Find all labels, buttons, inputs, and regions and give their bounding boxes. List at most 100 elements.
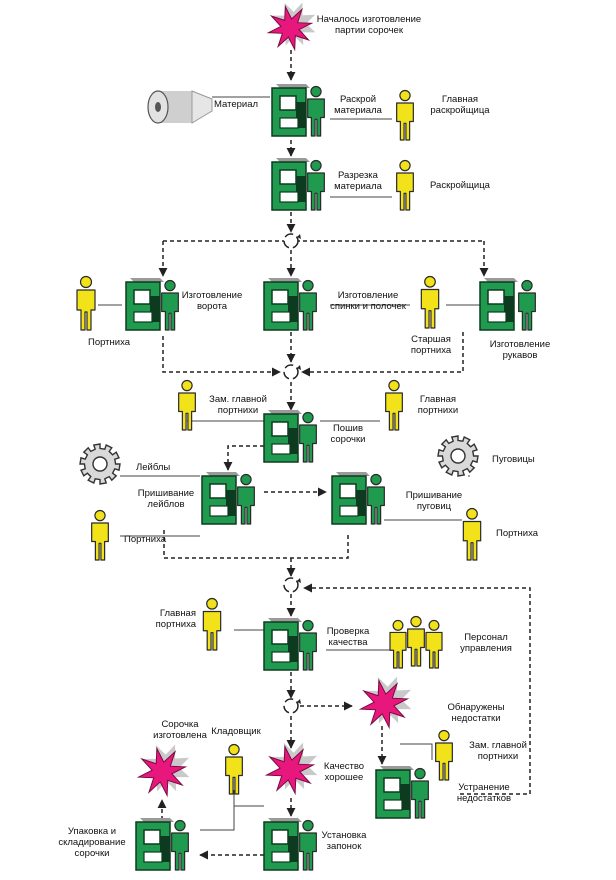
- deputy-head-2-person-icon: [435, 729, 453, 781]
- cycle-arrow: [297, 699, 301, 704]
- person-body: [396, 102, 414, 141]
- head-seamstress-2-person-icon: [202, 597, 222, 651]
- label-line: качества: [329, 637, 369, 648]
- workstation-top: [206, 472, 240, 476]
- workstation-slot: [288, 636, 298, 662]
- label-line: портниха: [156, 619, 197, 630]
- sleeves-workstation-icon: [479, 278, 518, 331]
- person-head: [310, 159, 322, 172]
- workstation-panel: [487, 311, 507, 323]
- workstation-window: [383, 777, 401, 793]
- label-line: Пришивание: [138, 488, 194, 499]
- workstation-top: [336, 472, 370, 476]
- person-head: [399, 89, 411, 102]
- label-line: Разрезка: [338, 170, 379, 181]
- labels-workstation-icon: [201, 472, 240, 525]
- label-line: Главная: [420, 394, 456, 405]
- workstation-window: [271, 629, 289, 645]
- operator-icon: [237, 473, 255, 525]
- buttons-workstation-icon: [331, 472, 370, 525]
- burst-star: [266, 4, 314, 52]
- qc-workstation-icon: [263, 618, 302, 671]
- connectors-layer: [98, 50, 531, 860]
- defects-event-starburst-icon: [358, 676, 412, 730]
- label-line: Пуговицы: [492, 454, 535, 465]
- label-line: портниха: [411, 345, 452, 356]
- person-body: [225, 756, 243, 795]
- head-seamstress-1-person-icon: [385, 379, 403, 431]
- label-line: лейблов: [147, 499, 184, 510]
- workstation-top: [268, 818, 302, 822]
- workstation-slot: [296, 176, 306, 202]
- label-line: Персонал: [464, 632, 508, 643]
- label-line: Главная: [442, 94, 478, 105]
- gear-hub: [450, 448, 466, 464]
- label-line: сорочки: [75, 848, 110, 859]
- person-body: [407, 628, 425, 667]
- workstation-top: [380, 766, 414, 770]
- buttons-gear-icon: [437, 435, 479, 477]
- person-body: [91, 522, 109, 561]
- burst-star: [358, 678, 410, 730]
- person-head: [302, 279, 314, 292]
- link-deputy-2: [400, 743, 433, 760]
- label-line: портнихи: [418, 405, 458, 416]
- label-line: раскройщица: [430, 105, 490, 116]
- person-body: [389, 631, 407, 669]
- person-head: [206, 597, 218, 610]
- workstation-window: [271, 829, 289, 845]
- deputy-head-1-person-icon: [178, 379, 196, 431]
- person-head: [428, 619, 440, 631]
- cycle-ring: [283, 577, 299, 593]
- operator-icon: [307, 85, 325, 137]
- workstation-panel: [209, 505, 229, 517]
- person-head: [424, 275, 436, 288]
- person-body: [237, 486, 255, 525]
- seamstress-2-person-icon: [91, 509, 109, 561]
- person-head: [438, 729, 450, 742]
- person-body: [76, 289, 96, 331]
- start-event-starburst-icon: [266, 2, 316, 52]
- workstation-window: [487, 289, 505, 305]
- operator-icon: [367, 473, 385, 525]
- workstation-window: [271, 289, 289, 305]
- burst-star: [136, 746, 188, 798]
- operator-icon: [411, 767, 429, 819]
- label-line: Установка: [322, 830, 368, 841]
- management-2-person-icon: [407, 615, 425, 667]
- label-line: Изготовление: [182, 290, 243, 301]
- label-line: Материал: [214, 99, 258, 110]
- workstation-slot: [160, 836, 170, 862]
- person-head: [370, 473, 382, 486]
- quality-ok-starburst-icon: [264, 742, 318, 796]
- packing-workstation-icon: [135, 818, 174, 871]
- label-line: Изготовление: [338, 290, 399, 301]
- workstation-slot: [400, 784, 410, 810]
- label-line: Пошив: [333, 423, 363, 434]
- workstation-panel: [271, 311, 291, 323]
- label-line: сорочки: [331, 434, 366, 445]
- person-head: [521, 279, 533, 292]
- management-3-person-icon: [425, 619, 443, 669]
- flow-sleeves-to-merge: [301, 332, 464, 377]
- label-line: Кладовщик: [211, 726, 261, 737]
- person-body: [435, 742, 453, 781]
- workstation-top: [268, 618, 302, 622]
- person-head: [392, 619, 404, 631]
- burst-star: [264, 744, 316, 796]
- label-line: Портниха: [88, 337, 131, 348]
- operator-icon: [299, 411, 317, 463]
- label-line: Обнаружены: [447, 702, 504, 713]
- person-body: [367, 486, 385, 525]
